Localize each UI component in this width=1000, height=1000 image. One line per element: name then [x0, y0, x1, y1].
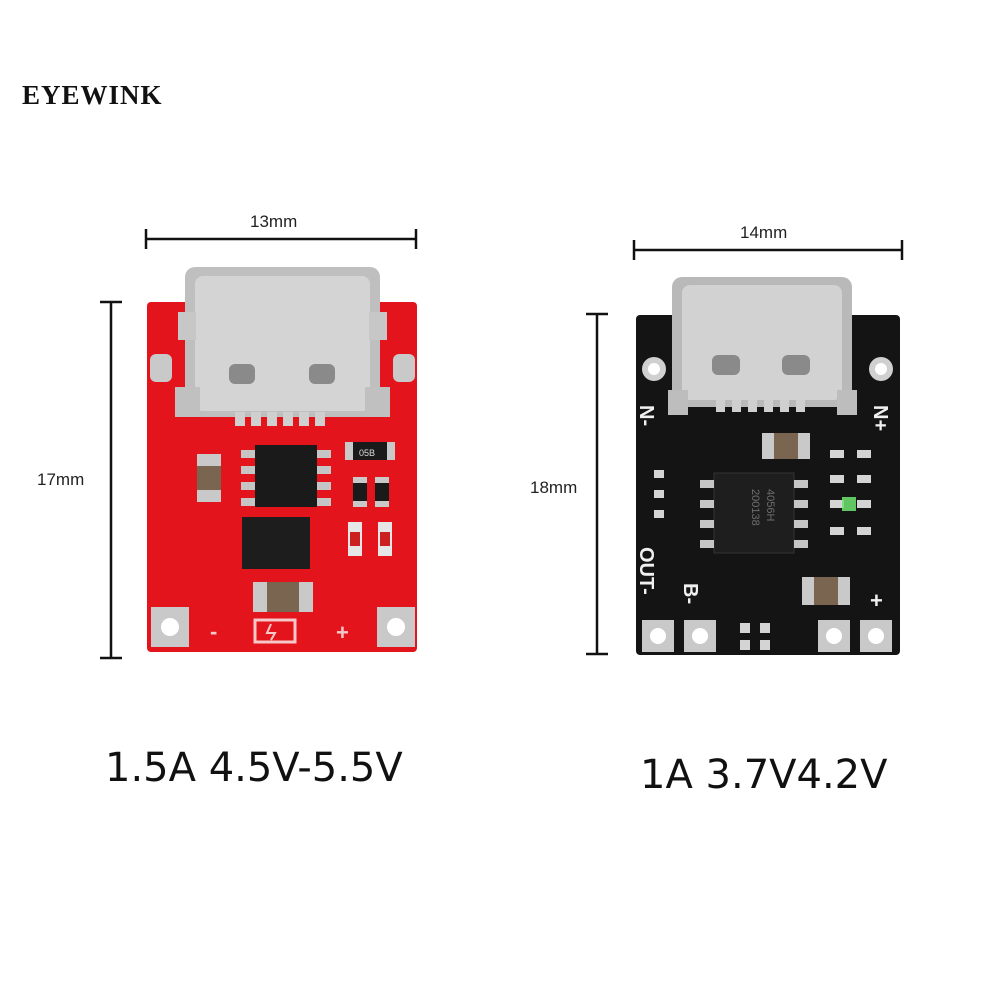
resistor-marking: 05B [359, 448, 375, 458]
n-plus-silk: N+ [869, 405, 891, 431]
left-width-dimension-line [144, 229, 418, 249]
right-height-dimension-line [586, 312, 608, 656]
right-plus-silk: + [870, 588, 883, 613]
left-width-label: 13mm [250, 212, 298, 231]
out-minus-silk: OUT- [635, 547, 657, 595]
right-width-dimension-line [632, 240, 904, 260]
left-plus-silk: + [336, 620, 349, 645]
black-charger-module: 4056H 200138 N- N+ OUT- B- + [632, 275, 904, 660]
red-charger-module: - + 05B [145, 262, 420, 657]
left-caption: 1.5A 4.5V-5.5V [105, 745, 403, 791]
brand-logo: EYEWINK [22, 80, 163, 110]
right-height-label: 18mm [530, 478, 578, 497]
right-width-label: 14mm [740, 223, 788, 242]
chip-code-marking: 200138 [749, 489, 761, 526]
left-height-label: 17mm [37, 470, 85, 489]
b-minus-silk: B- [679, 583, 701, 604]
right-caption: 1A 3.7V4.2V [640, 752, 888, 798]
left-minus-silk: - [210, 619, 217, 644]
n-minus-silk: N- [635, 405, 657, 426]
left-height-dimension-line [100, 300, 122, 660]
chip-marking: 4056H [764, 489, 776, 521]
